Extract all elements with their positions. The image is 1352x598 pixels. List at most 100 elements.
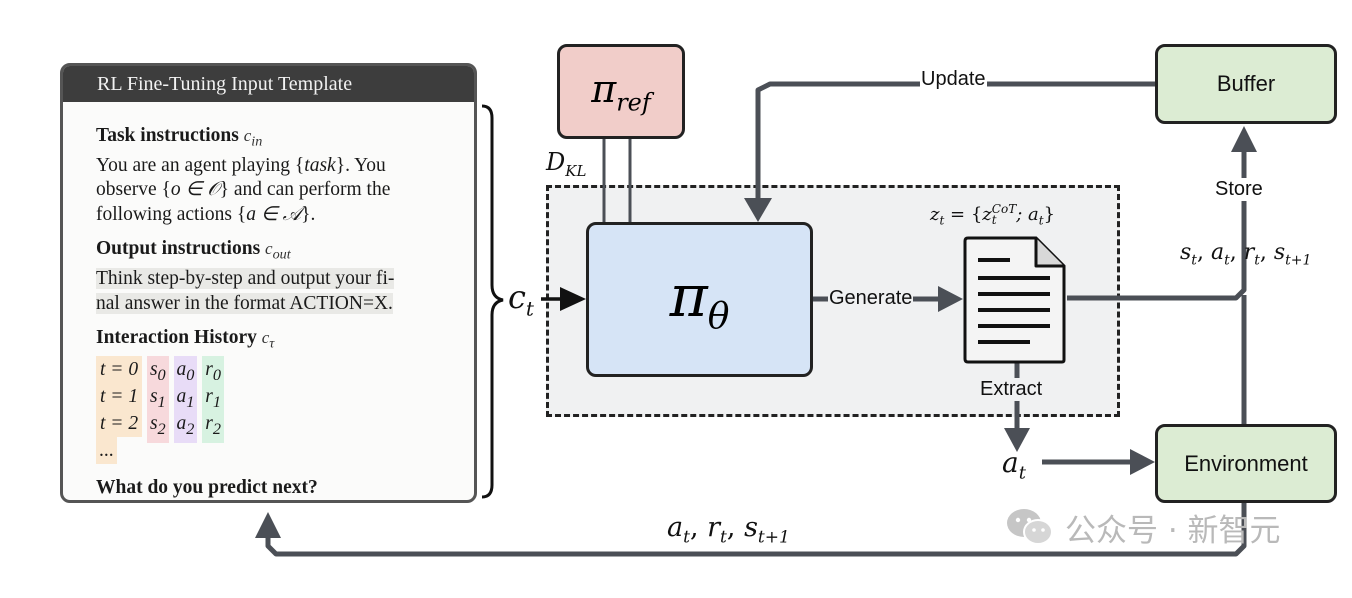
tr-r-sub: t [1254, 252, 1260, 269]
task-line2-b: } and can perform the [219, 179, 391, 201]
history-reward-sub: 2 [212, 420, 222, 439]
template-brace [481, 104, 504, 499]
feedback-arrowhead [255, 512, 281, 538]
task-line3-math: a ∈ 𝒜 [246, 203, 302, 225]
history-time: t = 1 [96, 383, 143, 411]
tb-a: a [667, 512, 684, 543]
input-template-panel: RL Fine-Tuning Input Template Task instr… [60, 63, 477, 503]
history-reward: r1 [202, 383, 225, 417]
ct-arrowhead [560, 287, 586, 311]
ct-label: ct [508, 278, 534, 320]
pi-ref-symbol: π [591, 66, 617, 111]
buffer-box: Buffer [1155, 44, 1337, 124]
history-action-text: a [176, 386, 187, 408]
transition-right-label: st, at, rt, st+1 [1180, 240, 1312, 269]
history-action: a0 [173, 356, 198, 390]
history-symbol-sub: τ [269, 335, 275, 352]
history-row: t = 1 s1 a1 r1 [96, 383, 474, 417]
history-time: t = 0 [96, 356, 143, 384]
history-action: a1 [173, 383, 198, 417]
tb-s: s [744, 512, 758, 543]
history-reward-text: r [205, 413, 213, 435]
feedback-line [265, 503, 1247, 557]
tr-a-sub: t [1224, 252, 1230, 269]
watermark: 公众号 · 新智元 [1005, 505, 1281, 549]
history-state-sub: 0 [157, 366, 166, 385]
tb-s-sub: t+1 [757, 527, 790, 548]
history-state-sub: 2 [157, 420, 166, 439]
tb-a-sub: t [683, 527, 690, 548]
tr-r: r [1243, 240, 1255, 265]
history-action-sub: 1 [186, 393, 195, 412]
template-header: RL Fine-Tuning Input Template [63, 66, 474, 102]
document-icon [963, 236, 1066, 364]
tb-r: r [707, 512, 721, 543]
task-instructions-section: Task instructions cin You are an agent p… [96, 124, 474, 227]
history-reward-text: r [205, 386, 213, 408]
extract-label: Extract [979, 378, 1044, 401]
at-env-arrowhead [1130, 449, 1155, 475]
history-action-text: a [176, 413, 187, 435]
history-time-text: t = 1 [100, 386, 139, 408]
generate-arrowhead [938, 286, 963, 312]
pi-ref-box: πref [557, 44, 685, 139]
output-symbol: c [265, 239, 273, 259]
history-state-sub: 1 [157, 393, 166, 412]
history-state-text: s [149, 413, 158, 435]
wechat-icon [1007, 509, 1053, 545]
watermark-text: 公众号 · 新智元 [1065, 512, 1281, 549]
environment-box: Environment [1155, 424, 1337, 503]
history-row: t = 0 s0 a0 r0 [96, 356, 474, 390]
history-symbol: c [261, 328, 270, 348]
pi-theta-box: πθ [586, 222, 813, 377]
history-state-text: s [149, 359, 158, 381]
task-line2-a: observe { [96, 179, 171, 201]
history-time-text: t = 0 [100, 359, 139, 381]
output-line2: nal answer in the format ACTION=X. [96, 292, 393, 314]
zt-z: z [982, 204, 992, 225]
history-time: t = 2 [96, 410, 143, 438]
store-arrowhead [1231, 126, 1257, 152]
zt-eq: = { [944, 204, 983, 225]
task-symbol: c [243, 126, 252, 145]
template-body: Task instructions cin You are an agent p… [63, 102, 474, 500]
history-action: a2 [173, 410, 198, 444]
pi-theta-sub: θ [707, 296, 730, 338]
zt-z-sub: t [991, 213, 997, 227]
tr-s-sub: t [1191, 252, 1197, 269]
buffer-label: Buffer [1216, 71, 1276, 96]
history-action-sub: 2 [186, 420, 195, 439]
at-label: at [1002, 446, 1026, 484]
at-symbol: a [1002, 446, 1019, 479]
generate-label: Generate [828, 287, 914, 310]
history-reward-sub: 0 [212, 366, 222, 385]
task-line2-math: o ∈ 𝒪 [170, 179, 220, 201]
transition-bottom-label: at, rt, st+1 [667, 512, 790, 548]
history-action-sub: 0 [186, 366, 195, 385]
history-reward: r2 [202, 410, 225, 444]
ct-symbol: c [508, 278, 526, 316]
zt-close: } [1043, 204, 1056, 225]
history-reward-sub: 1 [212, 393, 222, 412]
dkl-label: DKL [546, 148, 586, 180]
history-action-text: a [176, 359, 187, 381]
extract-arrowhead [1004, 428, 1030, 452]
zt-rest: ; a [1016, 204, 1039, 225]
history-row: t = 2 s2 a2 r2 [96, 410, 474, 444]
tr-a: a [1210, 240, 1225, 265]
dkl-sub: KL [565, 161, 587, 180]
task-symbol-sub: in [251, 133, 263, 150]
pi-theta-symbol: π [669, 261, 708, 330]
task-line3-a: following actions { [96, 203, 247, 225]
interaction-history-title: Interaction History [96, 327, 257, 349]
store-line [1067, 150, 1247, 301]
history-state: s2 [146, 410, 169, 444]
environment-label: Environment [1184, 450, 1308, 476]
dkl-symbol: D [546, 148, 566, 176]
zt-z-sup: CoT [991, 202, 1017, 216]
zt-lhs: z [930, 204, 940, 225]
history-ellipsis: ... [96, 437, 117, 465]
